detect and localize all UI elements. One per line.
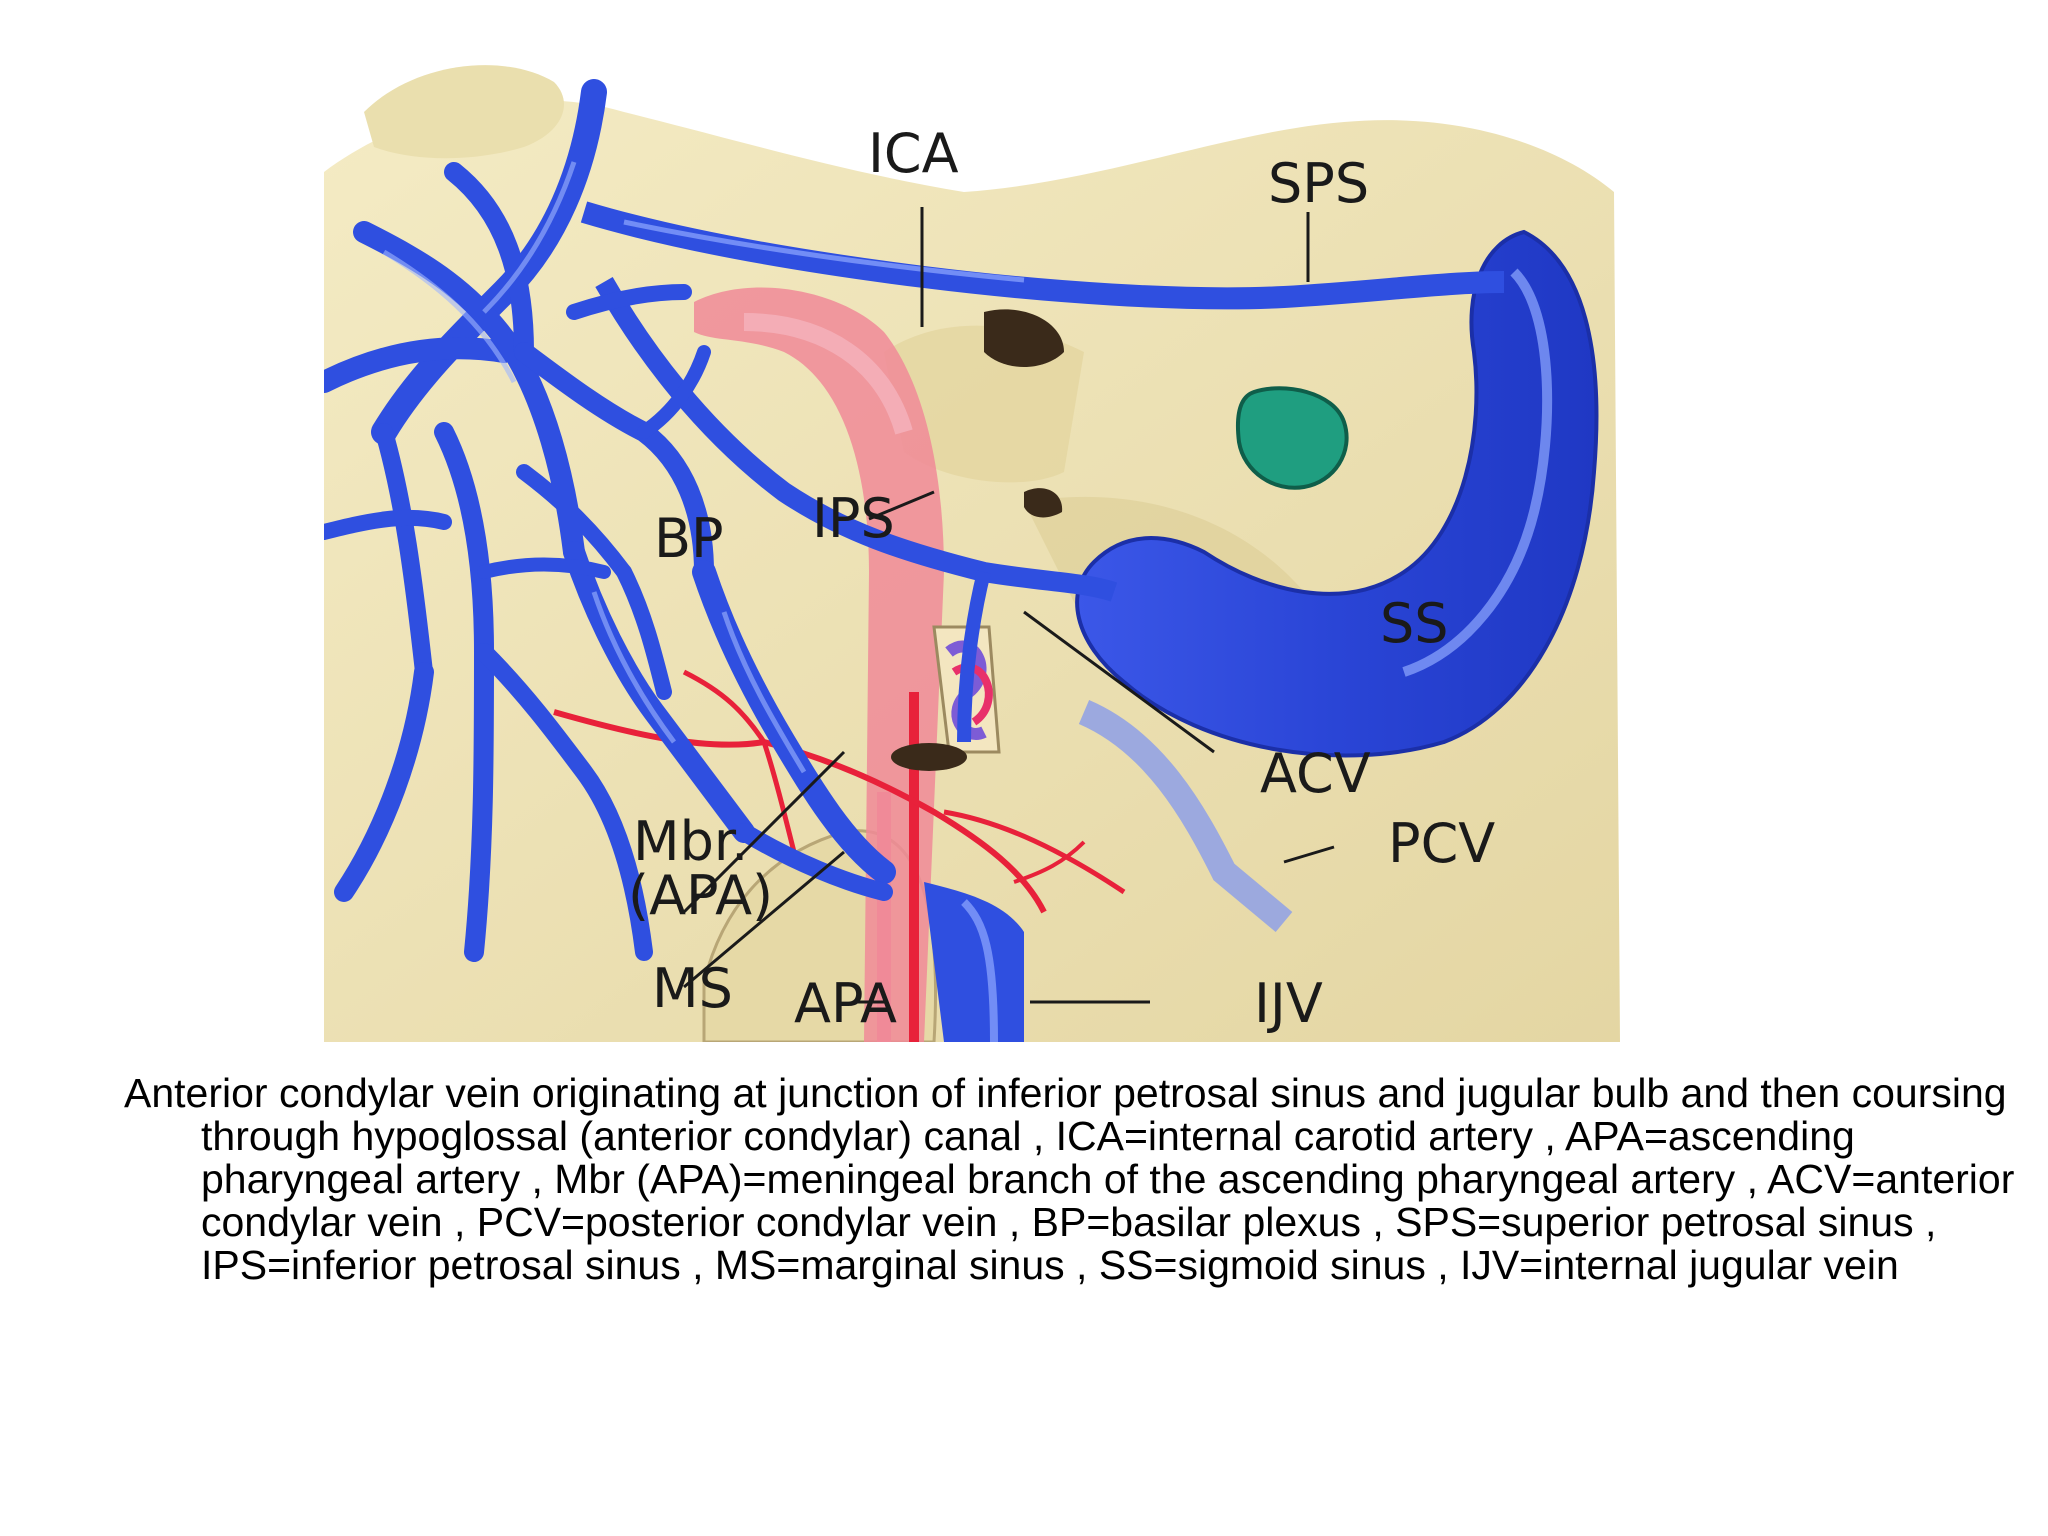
label-ss: SS (1380, 592, 1449, 655)
label-sps: SPS (1268, 152, 1369, 215)
basilar-plexus-highlight (382, 161, 807, 774)
figure-caption: Anterior condylar vein originating at ju… (124, 1070, 2015, 1288)
label-pcv: PCV (1388, 812, 1495, 875)
sigmoid-sinus (1075, 229, 1599, 758)
inferior-petrosal-sinus (595, 277, 1118, 743)
label-mbr: Mbr. (633, 810, 748, 873)
foramen-shadows (984, 309, 1064, 518)
green-structure (1235, 386, 1349, 490)
label-ms: MS (652, 957, 733, 1020)
label-ica: ICA (868, 122, 959, 185)
posterior-condylar-vein (1078, 700, 1293, 932)
label-ips: IPS (812, 487, 895, 550)
label-bp: BP (654, 507, 724, 570)
label-ijv: IJV (1254, 972, 1323, 1035)
label-apa: APA (794, 972, 897, 1035)
anatomy-illustration: ICA SPS BP IPS SS ACV PCV Mbr. (APA) MS … (324, 52, 1620, 1042)
leader-lines (682, 207, 1335, 1004)
superior-petrosal-sinus (580, 201, 1505, 310)
internal-jugular-vein (924, 882, 1024, 1042)
label-mbr-apa: (APA) (628, 864, 773, 927)
anatomy-labels: ICA SPS BP IPS SS ACV PCV Mbr. (APA) MS … (628, 122, 1495, 1035)
label-acv: ACV (1260, 742, 1371, 805)
